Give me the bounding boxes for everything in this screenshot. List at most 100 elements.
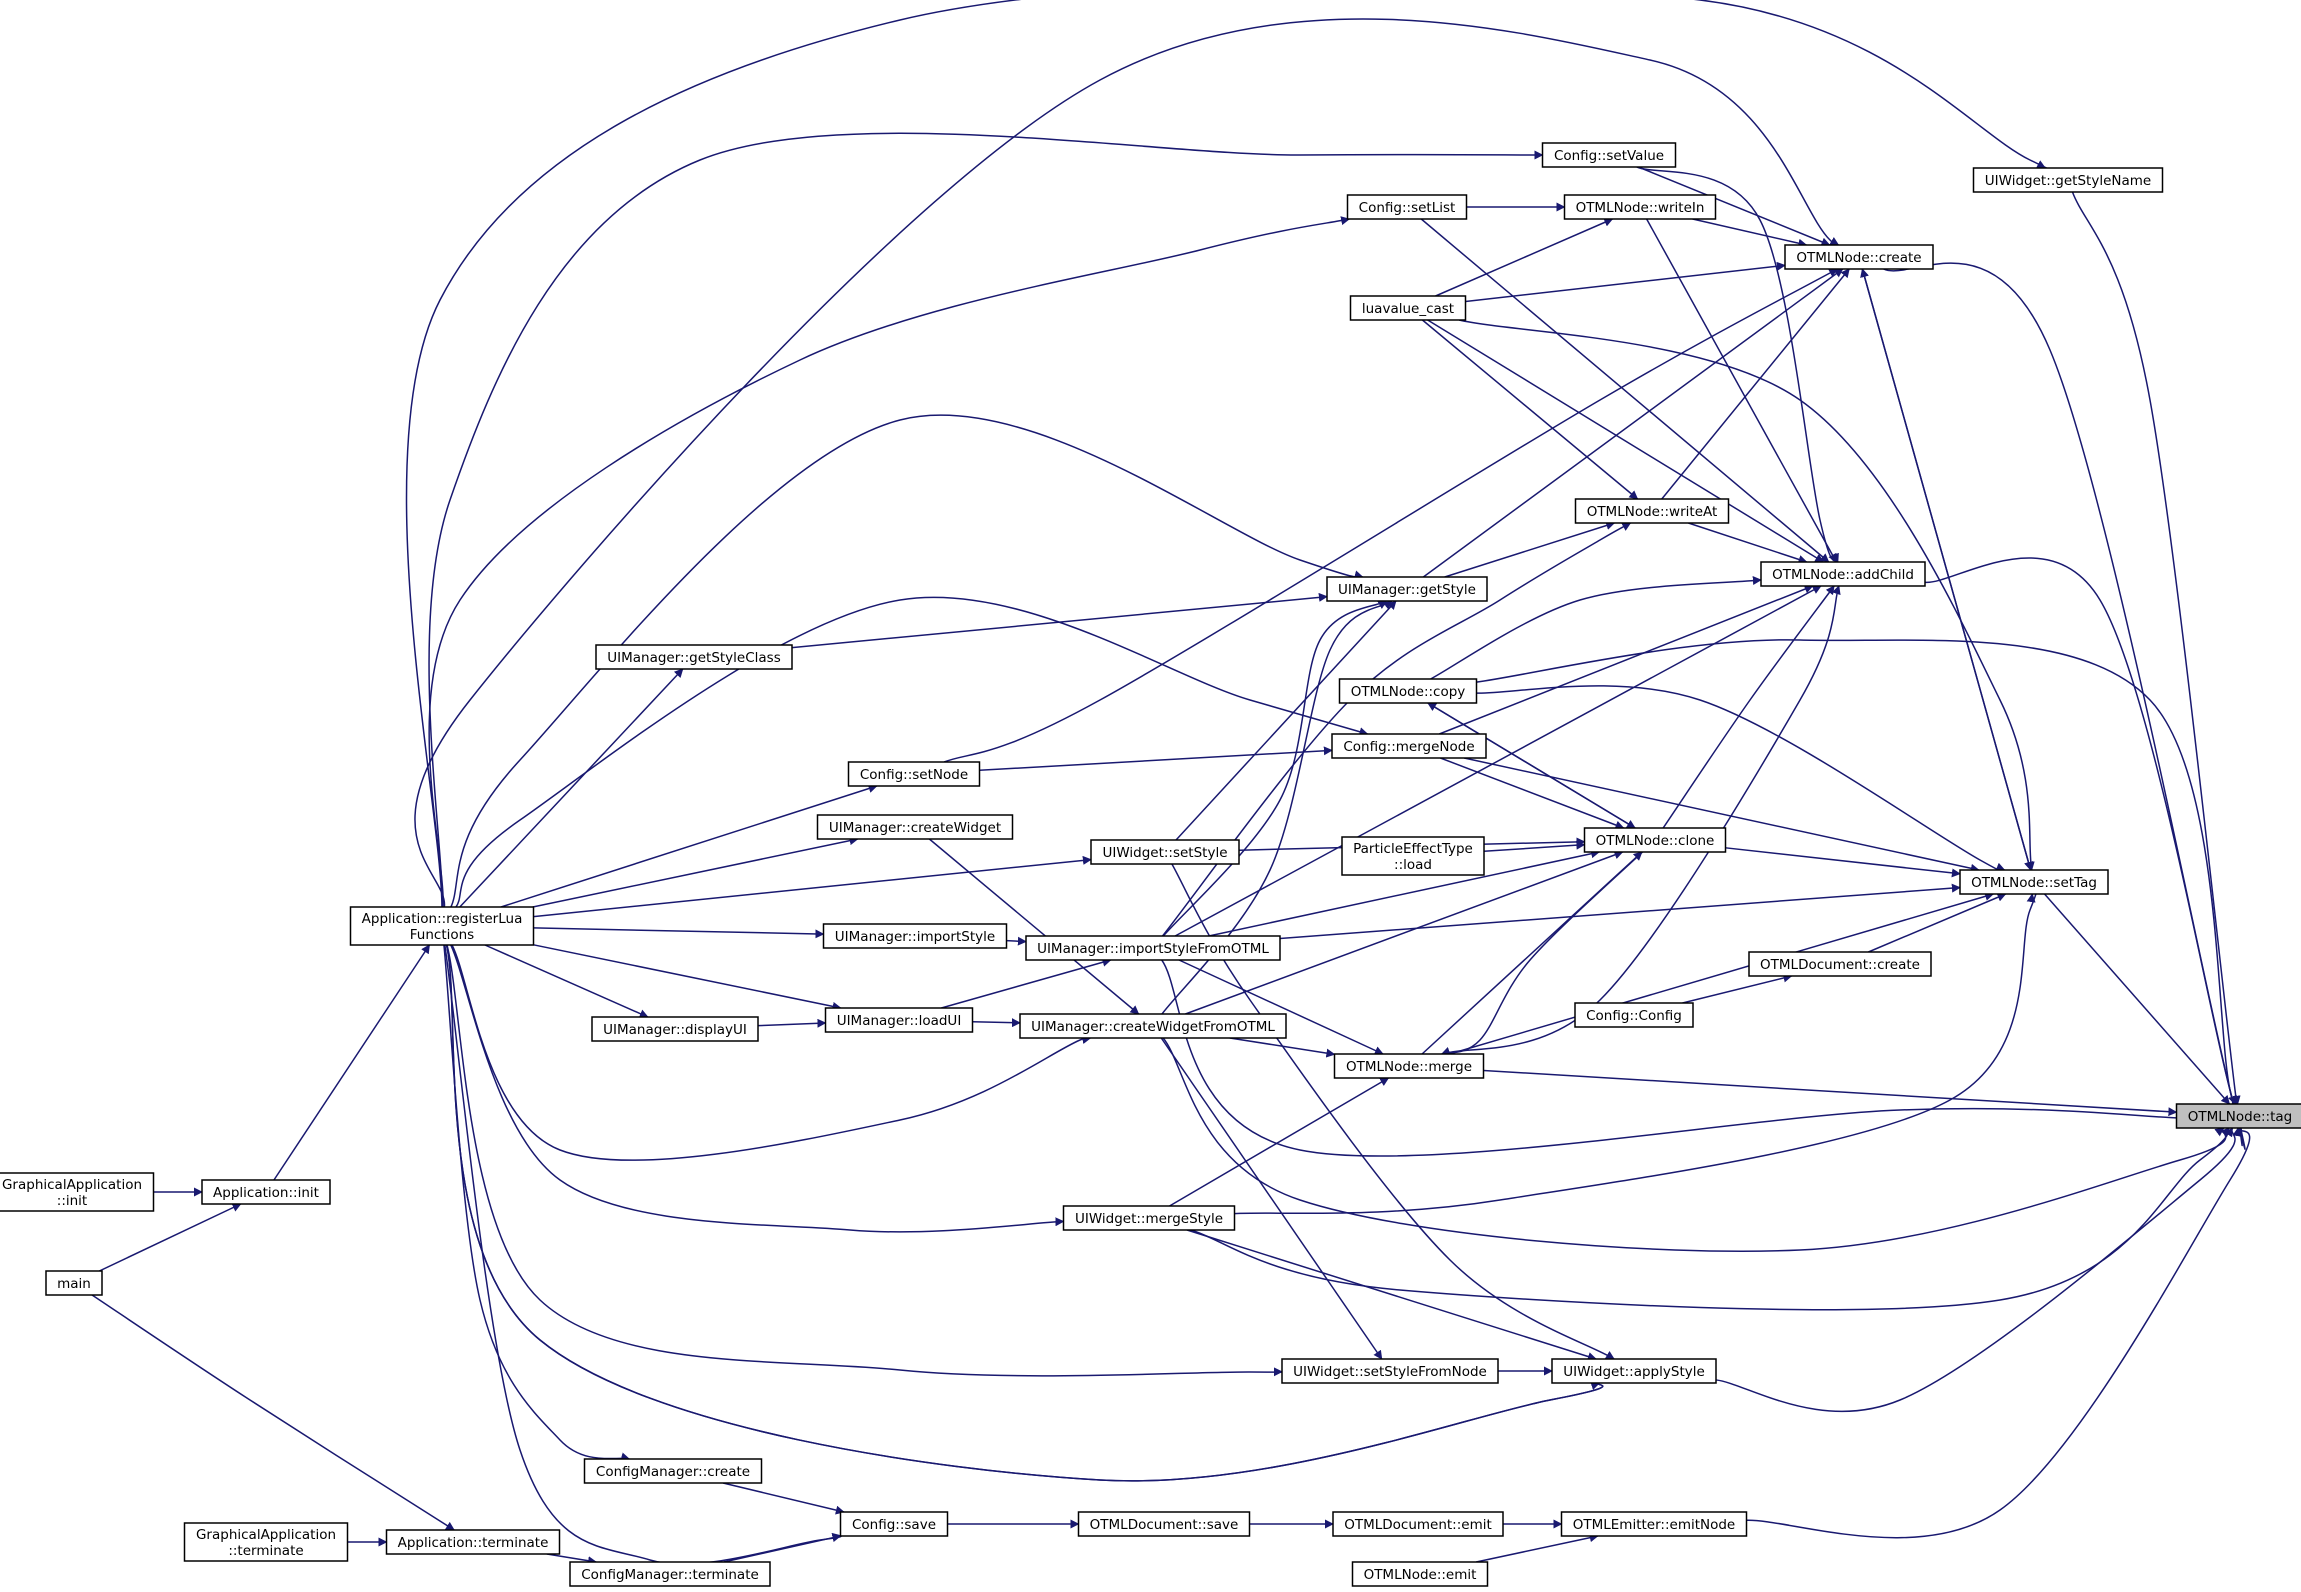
node-luavalue_cast[interactable]: luavalue_cast (1349, 295, 1467, 321)
node-applyStyle[interactable]: UIWidget::applyStyle (1551, 1358, 1717, 1384)
edge-merge-to-addChild (1443, 585, 1841, 1055)
node-label: Functions (410, 927, 474, 943)
node-particleLoad[interactable]: ParticleEffectType::load (1341, 836, 1485, 876)
node-setList[interactable]: Config::setList (1346, 194, 1468, 220)
edge-line (273, 944, 431, 1181)
node-docEmit[interactable]: OTMLDocument::emit (1332, 1511, 1504, 1537)
node-box (816, 814, 1014, 840)
node-setStyleFromNode[interactable]: UIWidget::setStyleFromNode (1281, 1358, 1499, 1384)
node-mergeStyle[interactable]: UIWidget::mergeStyle (1062, 1205, 1236, 1231)
node-createWidget[interactable]: UIManager::createWidget (816, 814, 1014, 840)
node-tag[interactable]: OTMLNode::tag (2175, 1103, 2301, 1129)
node-label: UIManager::getStyleClass (607, 650, 781, 666)
node-docSave[interactable]: OTMLDocument::save (1077, 1511, 1251, 1537)
node-getStyleName[interactable]: UIWidget::getStyleName (1972, 167, 2164, 193)
node-importStyle[interactable]: UIManager::importStyle (822, 923, 1008, 949)
edge-registerLua-to-mergeNode (455, 596, 1369, 908)
edge-writeIn-to-create (1692, 218, 1808, 248)
edges-layer (91, 0, 2251, 1566)
node-box (824, 1007, 974, 1033)
node-label: ConfigManager::create (596, 1464, 750, 1480)
node-label: UIWidget::setStyleFromNode (1293, 1364, 1487, 1380)
node-box (591, 1016, 759, 1042)
node-createWidgetFromOTML[interactable]: UIManager::createWidgetFromOTML (1019, 1013, 1287, 1039)
edge-line (2043, 893, 2231, 1105)
node-nodeEmit[interactable]: OTMLNode::emit (1351, 1561, 1489, 1587)
node-mergeNode[interactable]: Config::mergeNode (1331, 733, 1487, 759)
edge-line (455, 596, 1369, 908)
node-importStyleFromOTML[interactable]: UIManager::importStyleFromOTML (1025, 935, 1281, 961)
edge-line (1175, 600, 1397, 841)
node-setNode[interactable]: Config::setNode (847, 761, 981, 787)
node-emitNode[interactable]: OTMLEmitter::emitNode (1560, 1511, 1748, 1537)
edge-line (1661, 268, 1850, 500)
edge-line (428, 132, 1544, 908)
node-box (1972, 167, 2164, 193)
node-merge[interactable]: OTMLNode::merge (1333, 1053, 1485, 1079)
node-label: Config::mergeNode (1343, 739, 1474, 755)
node-appTerminate[interactable]: Application::terminate (385, 1529, 561, 1555)
edge-line (1860, 268, 2032, 871)
node-box (1333, 1053, 1485, 1079)
node-setValue[interactable]: Config::setValue (1541, 142, 1677, 168)
node-gaInit[interactable]: GraphicalApplication::init (0, 1172, 155, 1212)
node-getStyle[interactable]: UIManager::getStyle (1326, 576, 1488, 602)
node-box (1332, 1511, 1504, 1537)
node-displayUI[interactable]: UIManager::displayUI (591, 1016, 759, 1042)
node-cmTerminate[interactable]: ConfigManager::terminate (569, 1561, 771, 1587)
node-label: ::load (1394, 857, 1432, 873)
node-cmCreate[interactable]: ConfigManager::create (583, 1458, 763, 1484)
node-create[interactable]: OTMLNode::create (1784, 244, 1934, 270)
node-appInit[interactable]: Application::init (201, 1179, 331, 1205)
edge-line (1439, 584, 1814, 735)
edge-setTag-to-tag (2043, 893, 2231, 1105)
node-label: UIWidget::getStyleName (1985, 173, 2151, 189)
node-getStyleClass[interactable]: UIManager::getStyleClass (595, 644, 793, 670)
edge-registerLua-to-setStyleFromNode (446, 944, 1289, 1377)
edge-line (757, 1018, 827, 1028)
node-setTag[interactable]: OTMLNode::setTag (1959, 869, 2109, 895)
node-box (1574, 1002, 1694, 1028)
edge-line (1420, 218, 1830, 563)
node-writeIn[interactable]: OTMLNode::writeIn (1563, 194, 1717, 220)
node-configSave[interactable]: Config::save (839, 1511, 949, 1537)
edge-line (443, 944, 631, 1462)
node-label: Config::save (852, 1517, 936, 1533)
edge-getStyleName-to-tag (2071, 191, 2243, 1147)
node-configCtor[interactable]: Config::Config (1574, 1002, 1694, 1028)
nodes-layer: OTMLNode::tagUIWidget::getStyleNameConfi… (0, 142, 2301, 1587)
edge-clone-to-merge (1440, 851, 1644, 1056)
node-clone[interactable]: OTMLNode::clone (1583, 827, 1727, 853)
node-box (349, 906, 535, 946)
edge-merge-to-setTag (1449, 891, 1995, 1055)
node-setStyle[interactable]: UIWidget::setStyle (1090, 839, 1240, 865)
edge-line (1234, 889, 2038, 1215)
edge-line (1483, 1069, 2178, 1117)
edge-merge-to-tag (1483, 1069, 2178, 1117)
edge-registerLua-to-setNode (500, 784, 878, 908)
node-addChild[interactable]: OTMLNode::addChild (1760, 561, 1926, 587)
edge-line (1449, 891, 1995, 1055)
node-docCreate[interactable]: OTMLDocument::create (1748, 951, 1932, 977)
edge-loadUI-to-importStyleFromOTML (941, 957, 1112, 1009)
node-copy[interactable]: OTMLNode::copy (1338, 678, 1478, 704)
node-label: luavalue_cast (1362, 301, 1454, 317)
edge-main-to-appTerminate (91, 1294, 455, 1531)
edge-emitNode-to-tag (1746, 1127, 2251, 1539)
edge-line (533, 927, 825, 939)
edge-displayUI-to-loadUI (757, 1018, 827, 1028)
node-writeAt[interactable]: OTMLNode::writeAt (1574, 498, 1730, 524)
edge-registerLua-to-cmCreate (443, 944, 631, 1462)
node-gaTerminate[interactable]: GraphicalApplication::terminate (183, 1522, 349, 1562)
edge-registerLua-to-getStyleClass (459, 668, 684, 908)
node-main[interactable]: main (45, 1270, 103, 1296)
edge-line (1443, 585, 1841, 1055)
node-box (1748, 951, 1932, 977)
edge-line (1692, 218, 1808, 248)
node-loadUI[interactable]: UIManager::loadUI (824, 1007, 974, 1033)
node-label: main (57, 1276, 91, 1292)
edge-configCtor-to-docCreate (1682, 973, 1793, 1004)
node-box (1341, 836, 1485, 876)
